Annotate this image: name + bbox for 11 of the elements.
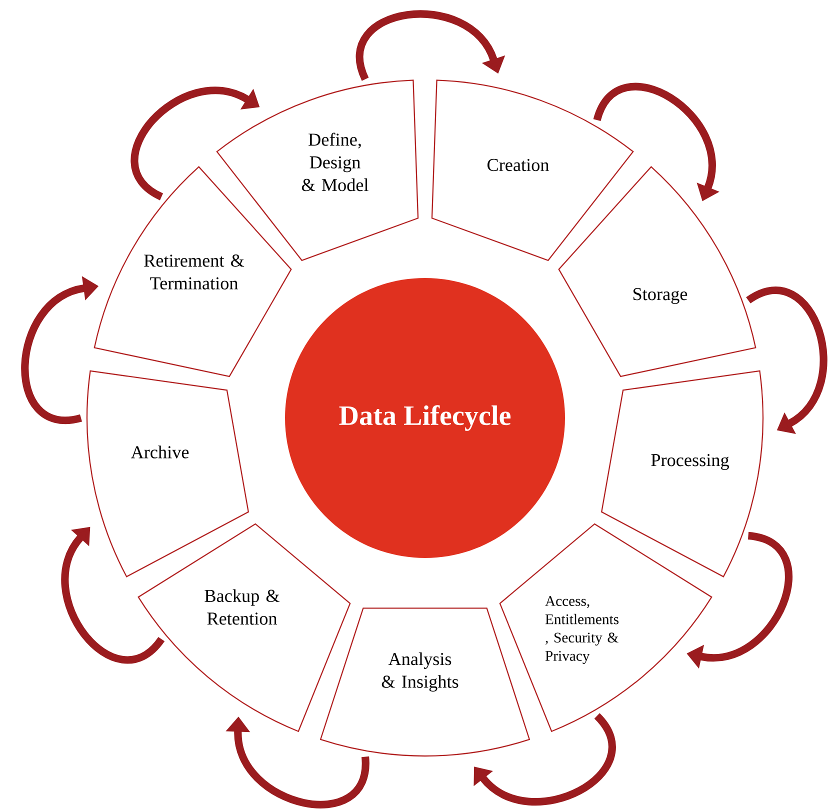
segment-box: Retirement & Termination xyxy=(94,166,292,377)
curved-arrow xyxy=(746,286,828,434)
curved-arrow xyxy=(474,714,616,806)
segment-box: Processing xyxy=(601,370,764,578)
segment-box: Creation xyxy=(431,80,634,261)
segment-box: Access, Entitlements , Security & Privacy xyxy=(499,523,712,732)
segment-box: Backup & Retention xyxy=(138,523,351,732)
segment-box: Analysis & Insights xyxy=(320,608,530,757)
segment-box: Archive xyxy=(86,370,249,578)
segment-box: Storage xyxy=(558,166,756,377)
curved-arrow xyxy=(356,10,506,80)
